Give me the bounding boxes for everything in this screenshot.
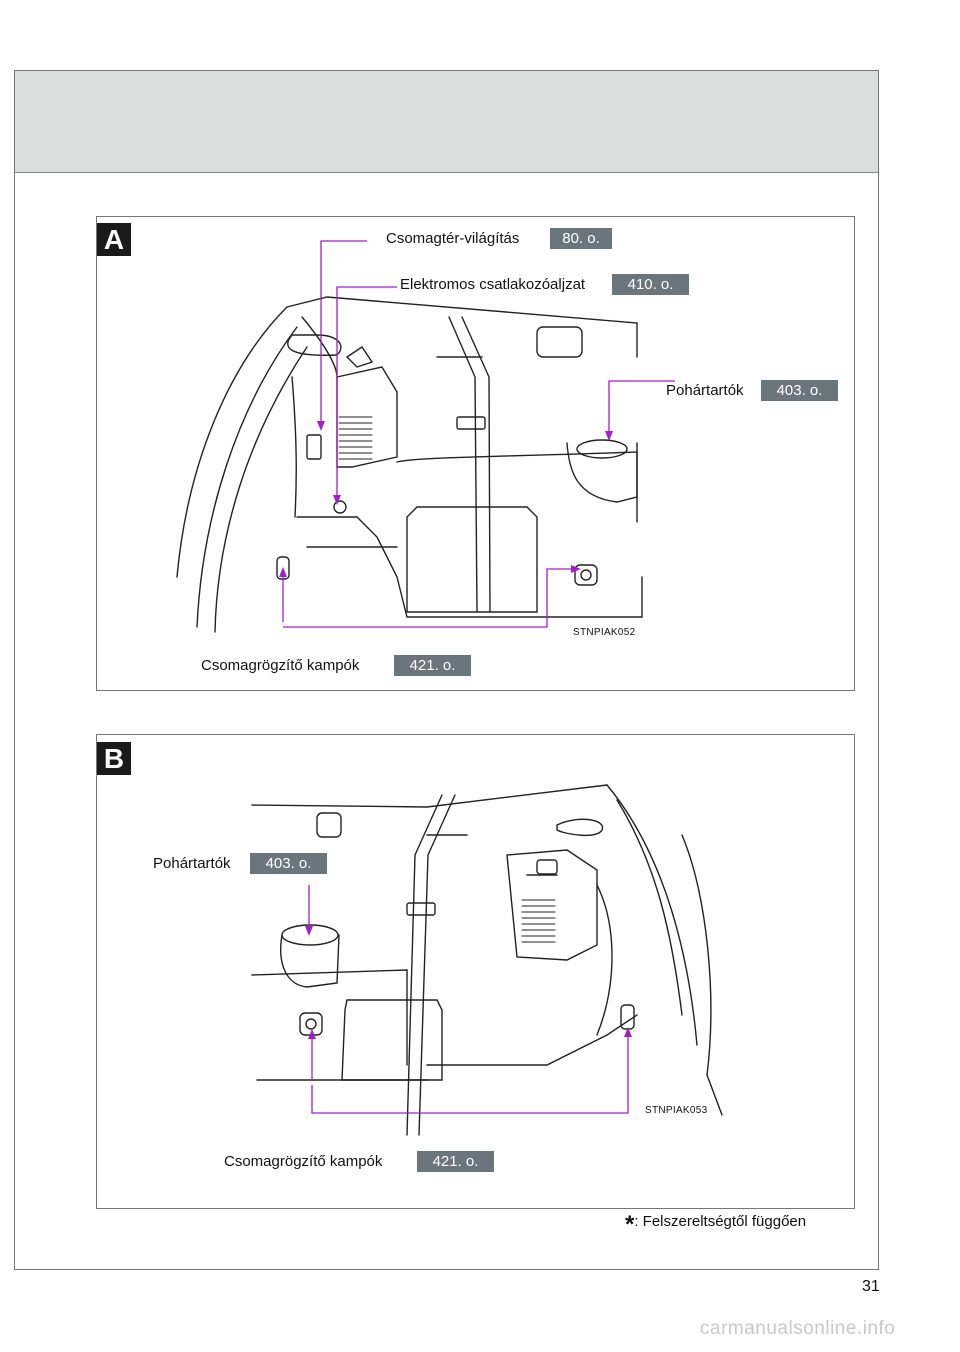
trunk-illustration-a — [176, 240, 675, 633]
callout-a-cupholders-label: Pohártartók — [666, 382, 744, 399]
callout-b-hooks-label: Csomagrögzítő kampók — [224, 1153, 383, 1170]
page-number: 31 — [862, 1278, 880, 1295]
footnote-text: : Felszereltségtől függően — [634, 1213, 807, 1230]
panel-a: A — [96, 216, 855, 691]
panel-a-badge: A — [97, 223, 131, 256]
image-code-a: STNPIAK052 — [573, 627, 636, 638]
callout-a-socket-ref: 410. o. — [612, 274, 689, 295]
callout-a-socket-label: Elektromos csatlakozóaljzat — [400, 276, 586, 293]
panel-b: B — [96, 734, 855, 1209]
callout-b-cupholders-ref: 403. o. — [250, 853, 327, 874]
callout-a-lighting-ref: 80. o. — [550, 228, 612, 249]
watermark: carmanualsonline.info — [700, 1318, 896, 1339]
callout-b-cupholders-label: Pohártartók — [153, 855, 231, 872]
page-frame: A — [14, 70, 879, 1270]
panel-b-badge: B — [97, 742, 131, 775]
trunk-illustration-b — [251, 784, 723, 1136]
footnote: *: Felszereltségtől függően — [625, 1211, 806, 1239]
image-code-b: STNPIAK053 — [645, 1105, 708, 1116]
header-band — [15, 71, 878, 173]
callout-a-hooks-ref: 421. o. — [394, 655, 471, 676]
callout-b-hooks-ref: 421. o. — [417, 1151, 494, 1172]
footnote-marker: * — [625, 1211, 635, 1238]
callout-a-cupholders-ref: 403. o. — [761, 380, 838, 401]
callout-a-lighting-label: Csomagtér-világítás — [386, 230, 520, 247]
callout-a-hooks-label: Csomagrögzítő kampók — [201, 657, 360, 674]
